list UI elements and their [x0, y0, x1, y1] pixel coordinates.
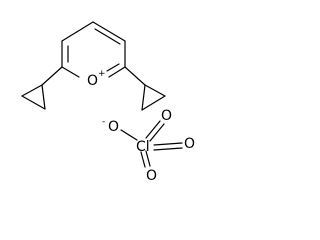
pyrylium-ring [61, 21, 126, 78]
perchlorate-oxygen-minus-charge: - [102, 117, 105, 127]
perchlorate-oxygen-right: O [184, 136, 195, 152]
left-cyclopropyl-bond-2 [21, 95, 46, 110]
ring-bond-o-c6 [61, 66, 80, 78]
ring-bond-c3-c4-inner [94, 28, 121, 45]
left-cyclopropyl-bond-1 [21, 84, 43, 97]
left-cyclopropyl [21, 66, 63, 110]
right-cyclopropyl-bond-3 [141, 84, 146, 111]
structure-diagram: O + O - Cl O O O [21, 21, 195, 184]
left-cyclopropyl-link [41, 66, 63, 86]
perchlorate-bond-ominus-cl [120, 129, 138, 141]
ring-bond-c3-c4 [92, 21, 126, 42]
right-cyclopropyl-link [124, 66, 146, 86]
right-cyclopropyl-bond-2 [141, 95, 166, 111]
ring-bond-c2-o-inner [106, 63, 120, 72]
right-cyclopropyl [124, 66, 166, 111]
ring-oxygen-charge: + [98, 69, 106, 79]
structure-canvas: O + O - Cl O O O [21, 21, 195, 184]
ring-bond-c4-c5 [61, 21, 94, 42]
perchlorate-bond-cl-odown-1 [140, 151, 146, 168]
perchlorate-bond-cl-oup-1 [145, 120, 161, 139]
perchlorate-bond-cl-odown-2 [145, 150, 151, 167]
ring-bond-c2-o [108, 66, 126, 78]
perchlorate-bond-cl-oup-2 [149, 123, 165, 142]
left-cyclopropyl-bond-3 [41, 84, 46, 110]
perchlorate-anion: O - Cl O O O [102, 108, 195, 184]
right-cyclopropyl-bond-1 [144, 84, 166, 97]
ring-oxygen-label: O [87, 73, 98, 89]
perchlorate-bond-cl-oright-2 [153, 147, 183, 151]
perchlorate-oxygen-up: O [161, 108, 172, 124]
perchlorate-oxygen-minus: O [108, 119, 119, 135]
perchlorate-chlorine: Cl [136, 139, 150, 155]
perchlorate-oxygen-down: O [146, 168, 157, 184]
perchlorate-bond-cl-oright-1 [153, 142, 183, 146]
